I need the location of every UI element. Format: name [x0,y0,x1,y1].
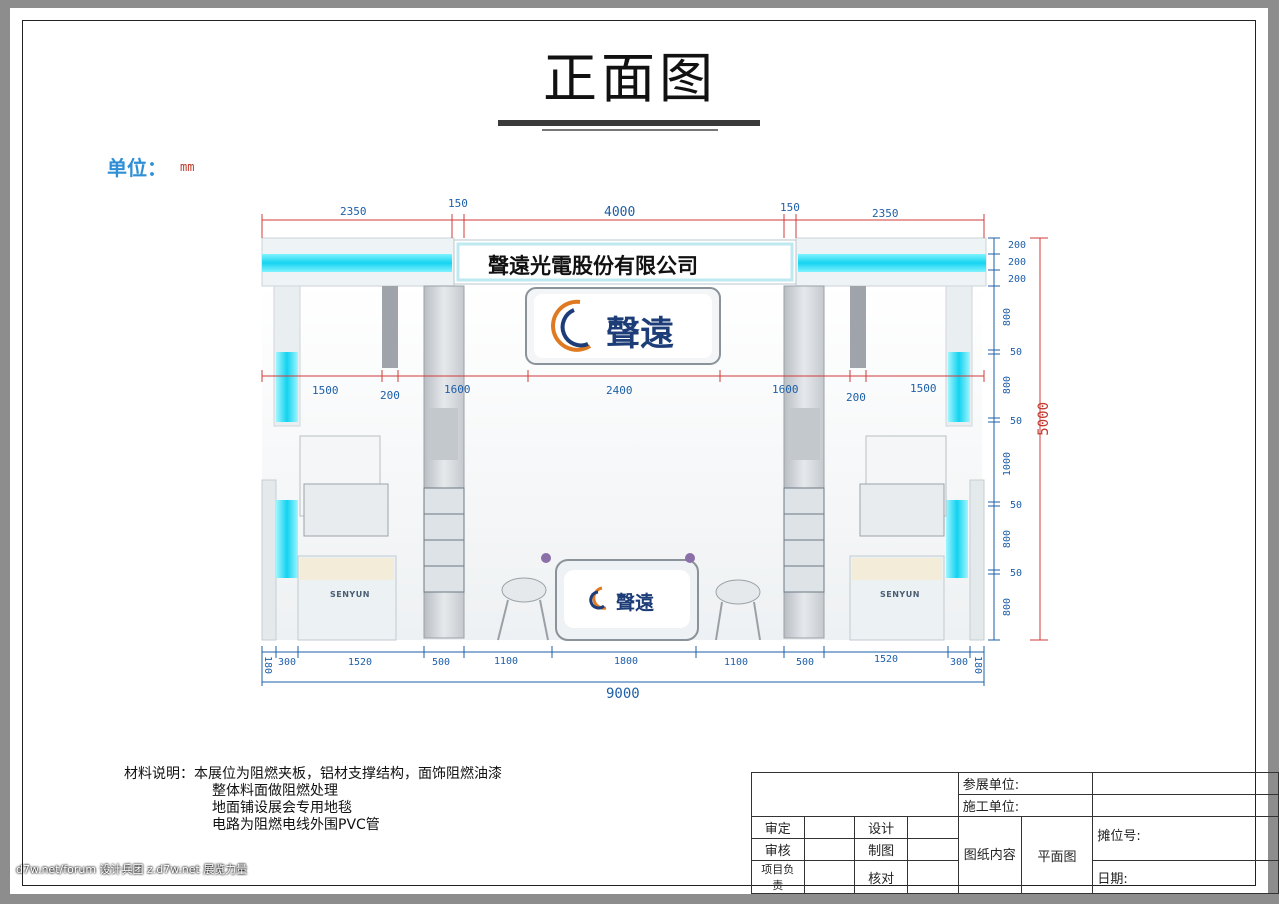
dim-top-4: 150 [780,201,800,214]
material-notes: 材料说明：本展位为阻燃夹板，铝材支撑结构，面饰阻燃油漆 整体料面做阻燃处理 地面… [124,766,502,834]
notes-label: 材料说明： [124,766,194,782]
left-pillar-poster [428,408,458,460]
dim-bot-8: 500 [796,657,815,668]
dim-top-5: 2350 [872,207,899,220]
light-strip-right [798,254,986,272]
right-column-small [850,286,866,368]
notes-line-2: 整体料面做阻燃处理 [212,783,338,799]
dim-top-3: 4000 [604,205,636,220]
dim-bot-4: 500 [432,657,451,668]
dim-right-4: 800 [1002,308,1013,327]
notes-line-3: 地面铺设展会专用地毯 [212,800,352,816]
dim-right-1: 200 [1008,240,1027,251]
logo-swoosh-orange [551,299,592,352]
dim-mid-1: 1500 [312,384,339,397]
header-center-glow [456,242,794,282]
left-poster-front [303,483,389,537]
dim-bot-6: 1800 [614,656,639,667]
dim-right-12: 800 [1002,598,1013,617]
logo-swoosh-blue [560,308,589,348]
left-showcase-light [276,500,298,578]
drawing-content-label: 图纸内容 [957,816,1022,894]
plan-label: 平面图 [1020,816,1094,894]
dim-mid-4: 2400 [606,384,633,397]
dim-bot-10: 300 [950,657,969,668]
dim-bot-1: 180 [262,656,273,675]
verify-label: 核对 [854,860,908,894]
dim-right-11: 50 [1010,568,1023,579]
right-showcase-brand: SENYUN [880,590,920,599]
company-name-sign: 聲遠光電股份有限公司 [488,254,698,278]
dim-right-2: 200 [1008,257,1027,268]
dim-bot-2: 300 [278,657,297,668]
left-showcase-brand: SENYUN [330,590,370,599]
notes-line-4: 电路为阻燃电线外围PVC管 [212,817,380,833]
dim-top-1: 2350 [340,205,367,218]
logo-text: 聲遠 [606,314,674,354]
unit-label: 单位： [107,156,167,180]
left-column-small [382,286,398,368]
chair-right [715,579,761,605]
dim-mid-7: 1500 [910,382,937,395]
dim-right-7: 50 [1010,416,1023,427]
dim-bot-3: 1520 [348,657,373,668]
title-underline-thin [542,129,718,131]
dim-mid-6: 200 [846,391,866,404]
right-poster-front [859,483,945,537]
dim-total-width: 9000 [606,686,640,702]
light-strip-left [262,254,452,272]
dim-bot-9: 1520 [874,654,899,665]
booth-number-label: 摊位号: [1092,816,1279,861]
title-underline-thick [498,120,760,126]
project-lead-label: 项目负责 [751,860,805,894]
drawing-title: 正面图 [543,47,717,110]
desk-logo-text: 聲遠 [616,592,655,614]
chair-left [501,577,547,603]
dim-right-5: 50 [1010,347,1023,358]
dim-right-8: 1000 [1002,452,1013,477]
notes-line-1: 本展位为阻燃夹板，铝材支撑结构，面饰阻燃油漆 [194,766,502,782]
right-pillar-poster [790,408,820,460]
dim-right-9: 50 [1010,500,1023,511]
dim-right-3: 200 [1008,274,1027,285]
drawing-border [22,20,1256,886]
check-label: 审核 [751,838,805,861]
watermark: d7w.net/forum 设计兵团 z.d7w.net 展览力量 [16,863,248,876]
right-column-light [948,352,970,422]
builder-label: 施工单位: [957,794,1094,817]
left-column-light [276,352,298,422]
dim-bot-5: 1100 [494,656,519,667]
dim-right-10: 800 [1002,530,1013,549]
dim-bot-7: 1100 [724,657,749,668]
drafting-label: 制图 [854,838,908,861]
date-label: 日期: [1092,860,1279,894]
dim-right-6: 800 [1002,376,1013,395]
review-label: 审定 [751,816,805,839]
design-label: 设计 [854,816,908,839]
exhibitor-label: 参展单位: [957,772,1094,795]
dim-mid-3: 1600 [444,383,471,396]
right-showcase-light [946,500,968,578]
dim-bot-11: 180 [972,656,983,675]
title-block: 参展单位: 施工单位: 审定 设计 图纸内容 平面图 摊位号: 审核 制图 项目… [751,772,1279,894]
header-center [453,239,797,285]
dim-total-height: 5000 [1036,402,1052,436]
unit-value: mm [180,160,195,174]
dim-mid-2: 200 [380,389,400,402]
dim-top-2: 150 [448,197,468,210]
dim-mid-5: 1600 [772,383,799,396]
